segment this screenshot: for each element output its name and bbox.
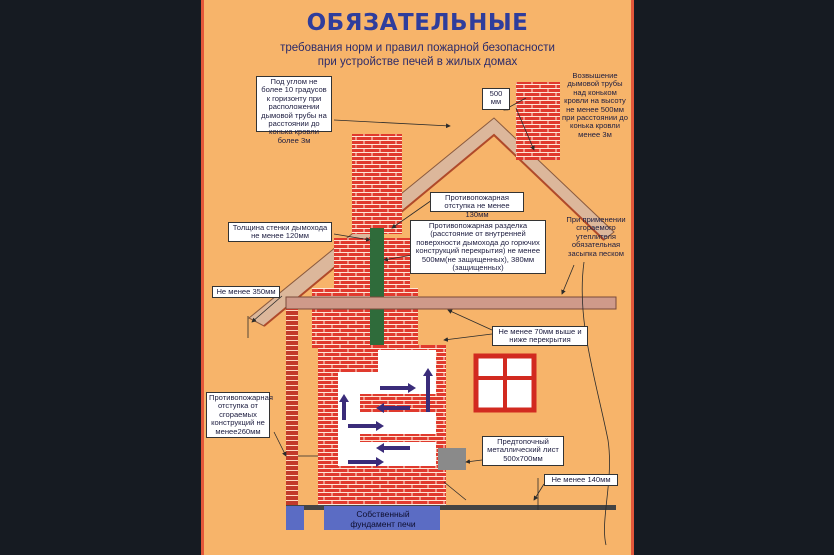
- wall-thickness-note: Толщина стенки дымохода не менее 120мм: [228, 222, 332, 242]
- min-70-note: Не менее 70мм выше и ниже перекрытия: [492, 326, 588, 346]
- stove-foundation: [324, 506, 440, 530]
- min-350-note: Не менее 350мм: [212, 286, 280, 298]
- window: [473, 353, 537, 413]
- foundation-label: Собственный фундамент печи: [350, 509, 416, 529]
- poster-subtitle-line2: при устройстве печей в жилых домах: [317, 56, 518, 68]
- height-500-label: 500 мм: [482, 88, 510, 110]
- angle-note: Под углом не более 10 градусов к горизон…: [256, 76, 332, 145]
- chimney-raise-note: Возвышение дымовой трубы над коньком кро…: [562, 71, 628, 139]
- left-wall: [286, 309, 298, 509]
- flue-channel: [370, 228, 384, 348]
- main-chimney: [352, 134, 402, 234]
- fire-sheet-note: Предтопочный металлический лист 500х700м…: [482, 436, 564, 466]
- insulation-note: При применении сгораемого утеплителя обя…: [566, 215, 626, 258]
- razdelka-note: Противопожарная разделка (расстояние от …: [410, 220, 546, 274]
- ceiling-slab: [285, 296, 617, 310]
- stove-door: [438, 448, 466, 470]
- offset-260-note: Противопожарная отступка от сгораемых ко…: [206, 392, 273, 438]
- offset-130-note: Противопожарная отступка не менее 130мм: [430, 192, 524, 219]
- smoke-flow-arrows: [339, 368, 433, 467]
- chimney-near-ridge: [516, 82, 560, 160]
- poster-subtitle-line1: требования норм и правил пожарной безопа…: [280, 42, 555, 54]
- poster-title: ОБЯЗАТЕЛЬНЫЕ: [306, 10, 529, 36]
- min-140-note: Не менее 140мм: [544, 474, 618, 486]
- safety-poster: ОБЯЗАТЕЛЬНЫЕ требования норм и правил по…: [201, 0, 634, 555]
- stove-diagram: [247, 82, 617, 546]
